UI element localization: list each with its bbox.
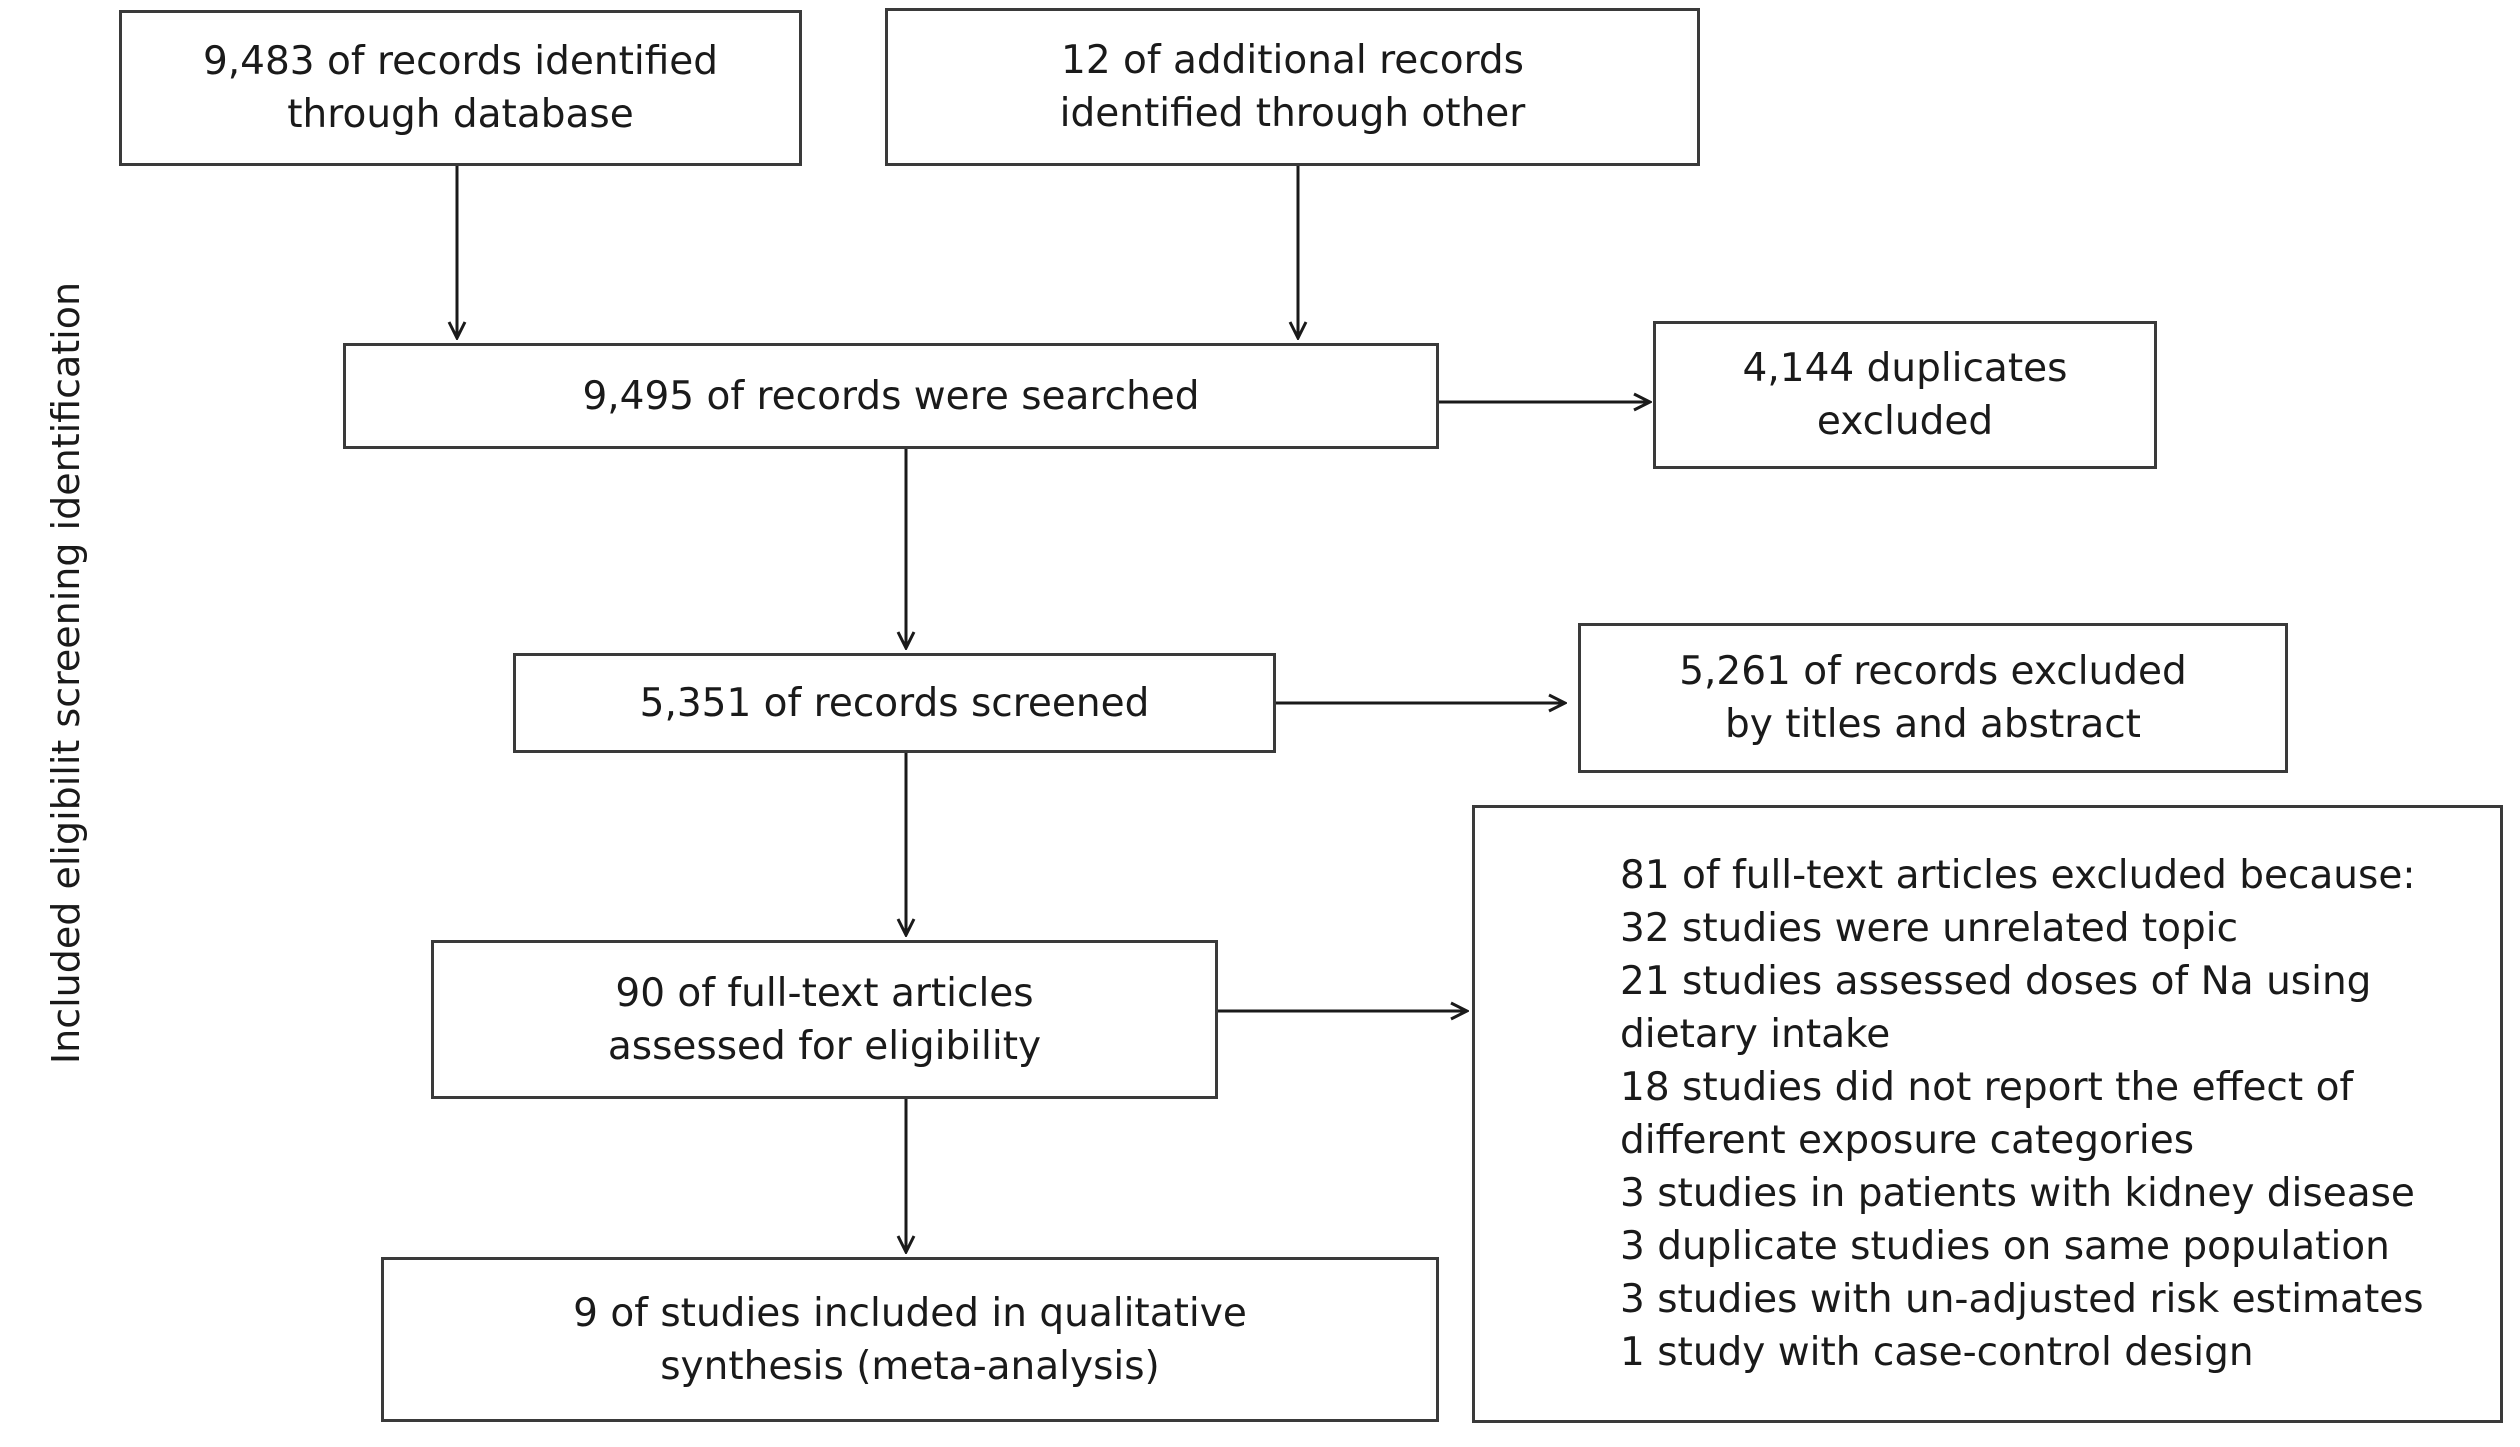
- box-text-line: identified through other: [1059, 91, 1526, 136]
- box-text-line: 21 studies assessed doses of Na using: [1620, 959, 2372, 1004]
- box-text-line: 81 of full-text articles excluded becaus…: [1620, 853, 2416, 898]
- duplicates-excluded-box: 4,144 duplicates excluded: [1653, 321, 2157, 469]
- studies-included-box: 9 of studies included in qualitative synt…: [381, 1257, 1439, 1422]
- box-text-line: by titles and abstract: [1725, 702, 2141, 747]
- box-text-line: 32 studies were unrelated topic: [1620, 906, 2239, 951]
- box-text-line: excluded: [1816, 399, 1994, 444]
- box-text-line: 3 duplicate studies on same population: [1620, 1224, 2390, 1269]
- box-text-line: 18 studies did not report the effect of: [1620, 1065, 2354, 1110]
- box-text-line: 9,495 of records were searched: [582, 373, 1200, 419]
- box-text-line: different exposure categories: [1620, 1118, 2195, 1163]
- box-text-line: 90 of full-text articles: [615, 970, 1034, 1016]
- box-text-line: 3 studies in patients with kidney diseas…: [1620, 1171, 2415, 1216]
- box-text-line: 1 study with case-control design: [1620, 1330, 2254, 1375]
- records-other-box: 12 of additional records identified throu…: [885, 8, 1700, 166]
- records-database-box: 9,483 of records identified through datab…: [119, 10, 802, 166]
- box-text-line: 5,261 of records excluded: [1679, 649, 2187, 694]
- box-text-line: dietary intake: [1620, 1012, 1891, 1057]
- box-text-line: 9,483 of records identified: [202, 39, 719, 84]
- records-excluded-titles-box: 5,261 of records excluded by titles and a…: [1578, 623, 2288, 773]
- records-searched-box: 9,495 of records were searched: [343, 343, 1439, 449]
- records-screened-box: 5,351 of records screened: [513, 653, 1276, 753]
- box-text-line: 9 of studies included in qualitative: [573, 1290, 1247, 1336]
- box-text-line: synthesis (meta-analysis): [660, 1343, 1160, 1389]
- fulltext-excluded-reasons-box: 81 of full-text articles excluded becaus…: [1472, 805, 2503, 1423]
- fulltext-assessed-box: 90 of full-text articles assessed for eli…: [431, 940, 1218, 1099]
- box-text-line: 5,351 of records screened: [639, 680, 1150, 726]
- box-text-line: 12 of additional records: [1061, 38, 1524, 83]
- box-text-line: assessed for eligibility: [607, 1023, 1042, 1069]
- box-text-line: 4,144 duplicates: [1742, 346, 2068, 391]
- box-text-line: 3 studies with un-adjusted risk estimate…: [1620, 1277, 2424, 1322]
- box-text-line: through database: [287, 92, 634, 137]
